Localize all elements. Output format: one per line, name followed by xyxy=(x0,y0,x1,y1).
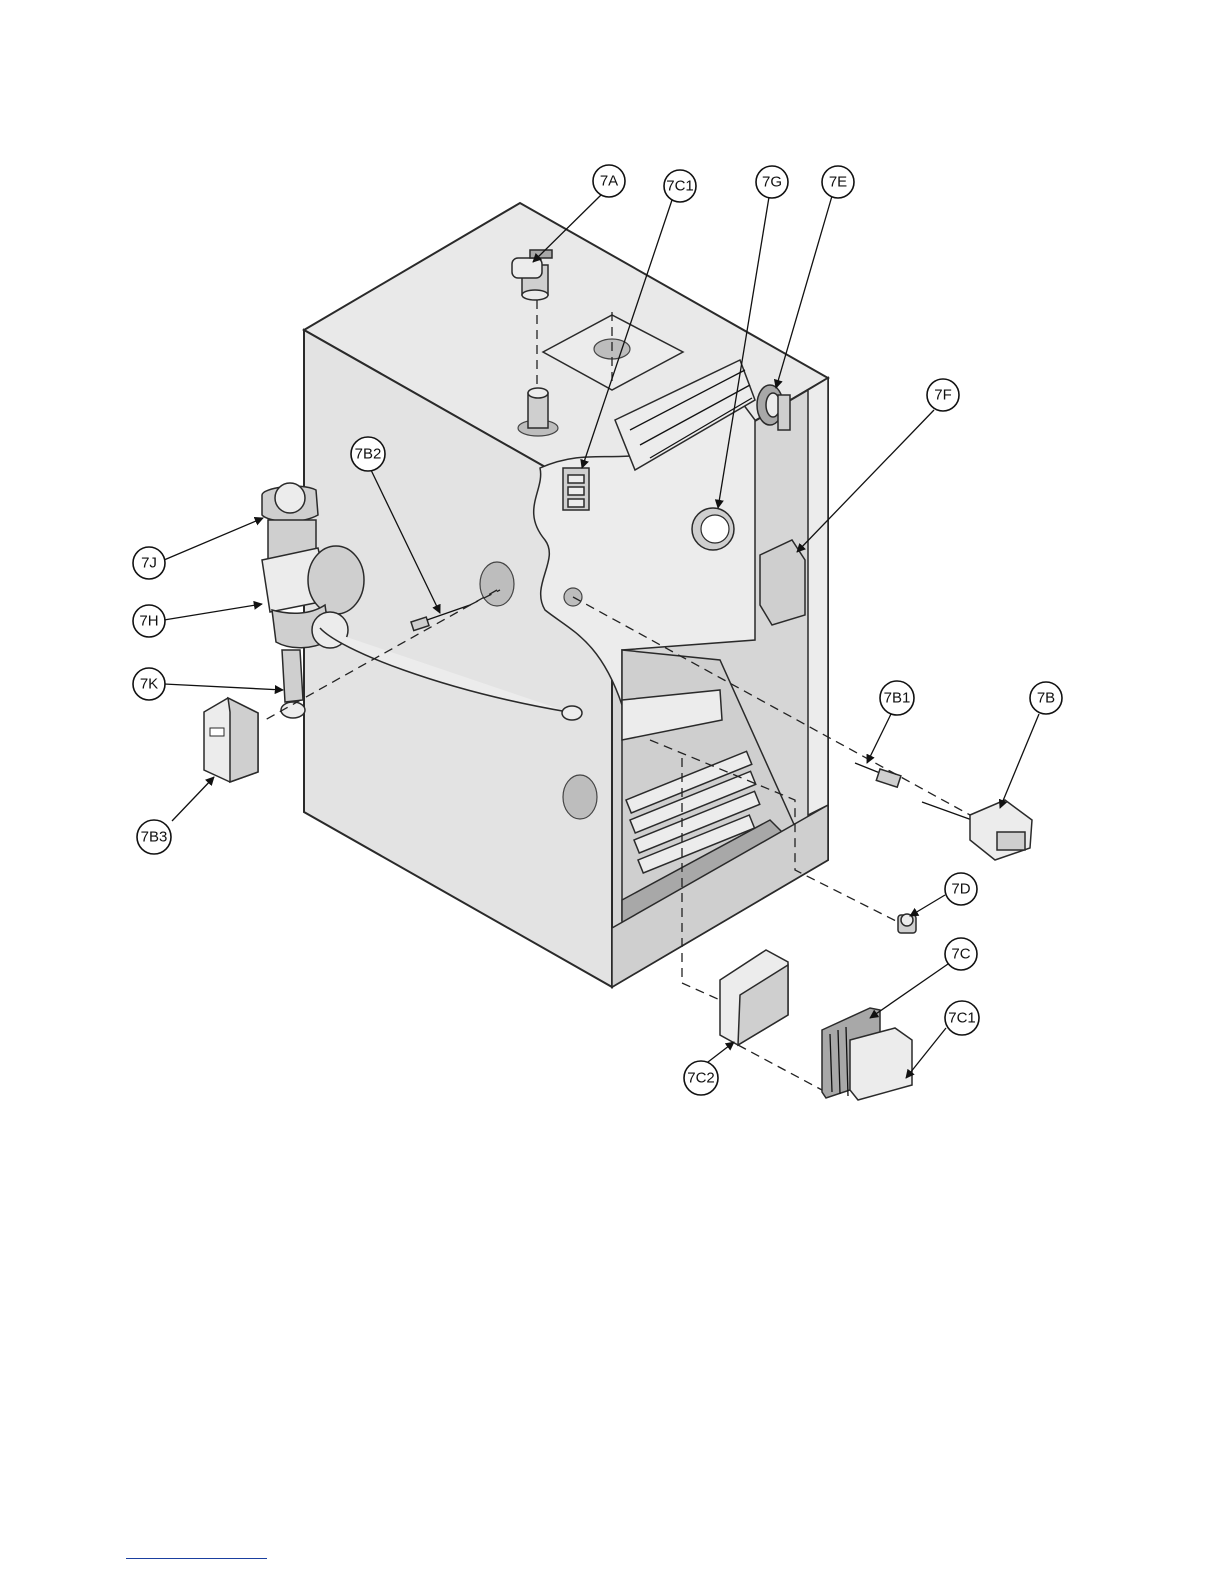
callout-7g-label: 7G xyxy=(762,174,782,191)
callout-7h-label: 7H xyxy=(139,613,158,630)
control-module xyxy=(760,540,805,625)
callout-7b2-label: 7B2 xyxy=(355,446,382,463)
boiler-cabinet xyxy=(304,203,828,987)
callout-7k: 7K xyxy=(133,668,165,700)
callout-7j-label: 7J xyxy=(141,555,157,572)
callout-7c-label: 7C xyxy=(951,946,970,963)
side-hole-lower xyxy=(563,775,597,819)
callout-7b1: 7B1 xyxy=(880,681,914,715)
side-hole-upper xyxy=(480,562,514,606)
callout-7j: 7J xyxy=(133,547,165,579)
callout-7k-label: 7K xyxy=(140,676,158,693)
callout-7b-label: 7B xyxy=(1037,690,1055,707)
temperature-probe xyxy=(855,763,901,787)
callout-7f-label: 7F xyxy=(934,387,952,404)
terminal-block-top xyxy=(563,468,589,510)
callout-7h: 7H xyxy=(133,605,165,637)
callout-7d: 7D xyxy=(945,873,977,905)
callout-7b2: 7B2 xyxy=(351,437,385,471)
callout-7c1-bottom-label: 7C1 xyxy=(948,1010,976,1027)
relay-box xyxy=(204,698,258,782)
callout-7b3: 7B3 xyxy=(137,820,171,854)
module-bracket xyxy=(720,950,788,1045)
callout-7c: 7C xyxy=(945,938,977,970)
flow-connector xyxy=(281,650,305,718)
ignition-module xyxy=(822,1008,912,1100)
callout-7c2: 7C2 xyxy=(684,1061,718,1095)
aquastat-control xyxy=(922,800,1032,860)
callout-7e: 7E xyxy=(822,166,854,198)
callout-7f: 7F xyxy=(927,379,959,411)
callout-7c1-top: 7C1 xyxy=(664,170,696,202)
callout-7a: 7A xyxy=(593,165,625,197)
callout-7c2-label: 7C2 xyxy=(687,1070,715,1087)
callout-7b1-label: 7B1 xyxy=(884,690,911,707)
right-edge-trim xyxy=(808,378,828,815)
callout-7c1-bottom: 7C1 xyxy=(945,1001,979,1035)
callout-7g: 7G xyxy=(756,166,788,198)
pressure-gauge xyxy=(692,508,734,550)
callout-7d-label: 7D xyxy=(951,881,970,898)
callout-7e-label: 7E xyxy=(829,174,847,191)
callout-7b3-label: 7B3 xyxy=(141,829,168,846)
footer-rule xyxy=(126,1558,267,1559)
callout-7b: 7B xyxy=(1030,682,1062,714)
limit-switch xyxy=(898,914,916,933)
callout-7a-label: 7A xyxy=(600,173,618,190)
callout-7c1-top-label: 7C1 xyxy=(666,178,694,195)
